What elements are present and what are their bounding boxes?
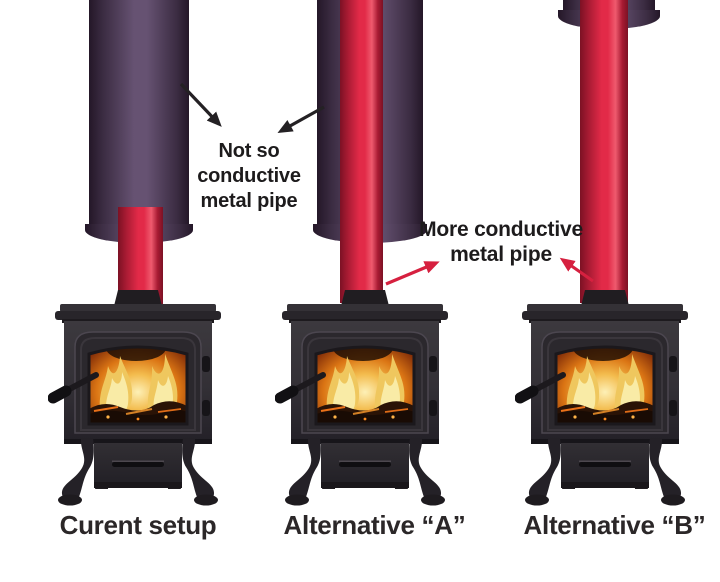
wood-stove-alt-a bbox=[275, 290, 455, 512]
wood-stove-alt-b bbox=[515, 290, 695, 512]
conductive-pipe-alt-a bbox=[340, 0, 383, 303]
more-conductive-label-line2: metal pipe bbox=[450, 243, 552, 266]
not-so-conductive-label-line1: Not so bbox=[218, 140, 280, 162]
caption-alternative-b: Alternative “B” bbox=[523, 510, 706, 540]
not-so-conductive-label: Not so conductive metal pipe bbox=[164, 139, 334, 214]
not-so-conductive-label-line2: conductive bbox=[197, 165, 301, 187]
conductive-pipe-current bbox=[118, 207, 163, 305]
conductive-pipe-alt-b bbox=[580, 0, 628, 303]
more-conductive-label: More conductive metal pipe bbox=[391, 217, 611, 267]
insulated-pipe-current bbox=[89, 0, 189, 226]
caption-alternative-a: Alternative “A” bbox=[283, 510, 466, 540]
caption-current-setup: Curent setup bbox=[59, 510, 217, 540]
more-conductive-label-line1: More conductive bbox=[419, 218, 583, 241]
wood-stove-current bbox=[48, 290, 228, 512]
not-so-conductive-label-line3: metal pipe bbox=[200, 190, 298, 212]
